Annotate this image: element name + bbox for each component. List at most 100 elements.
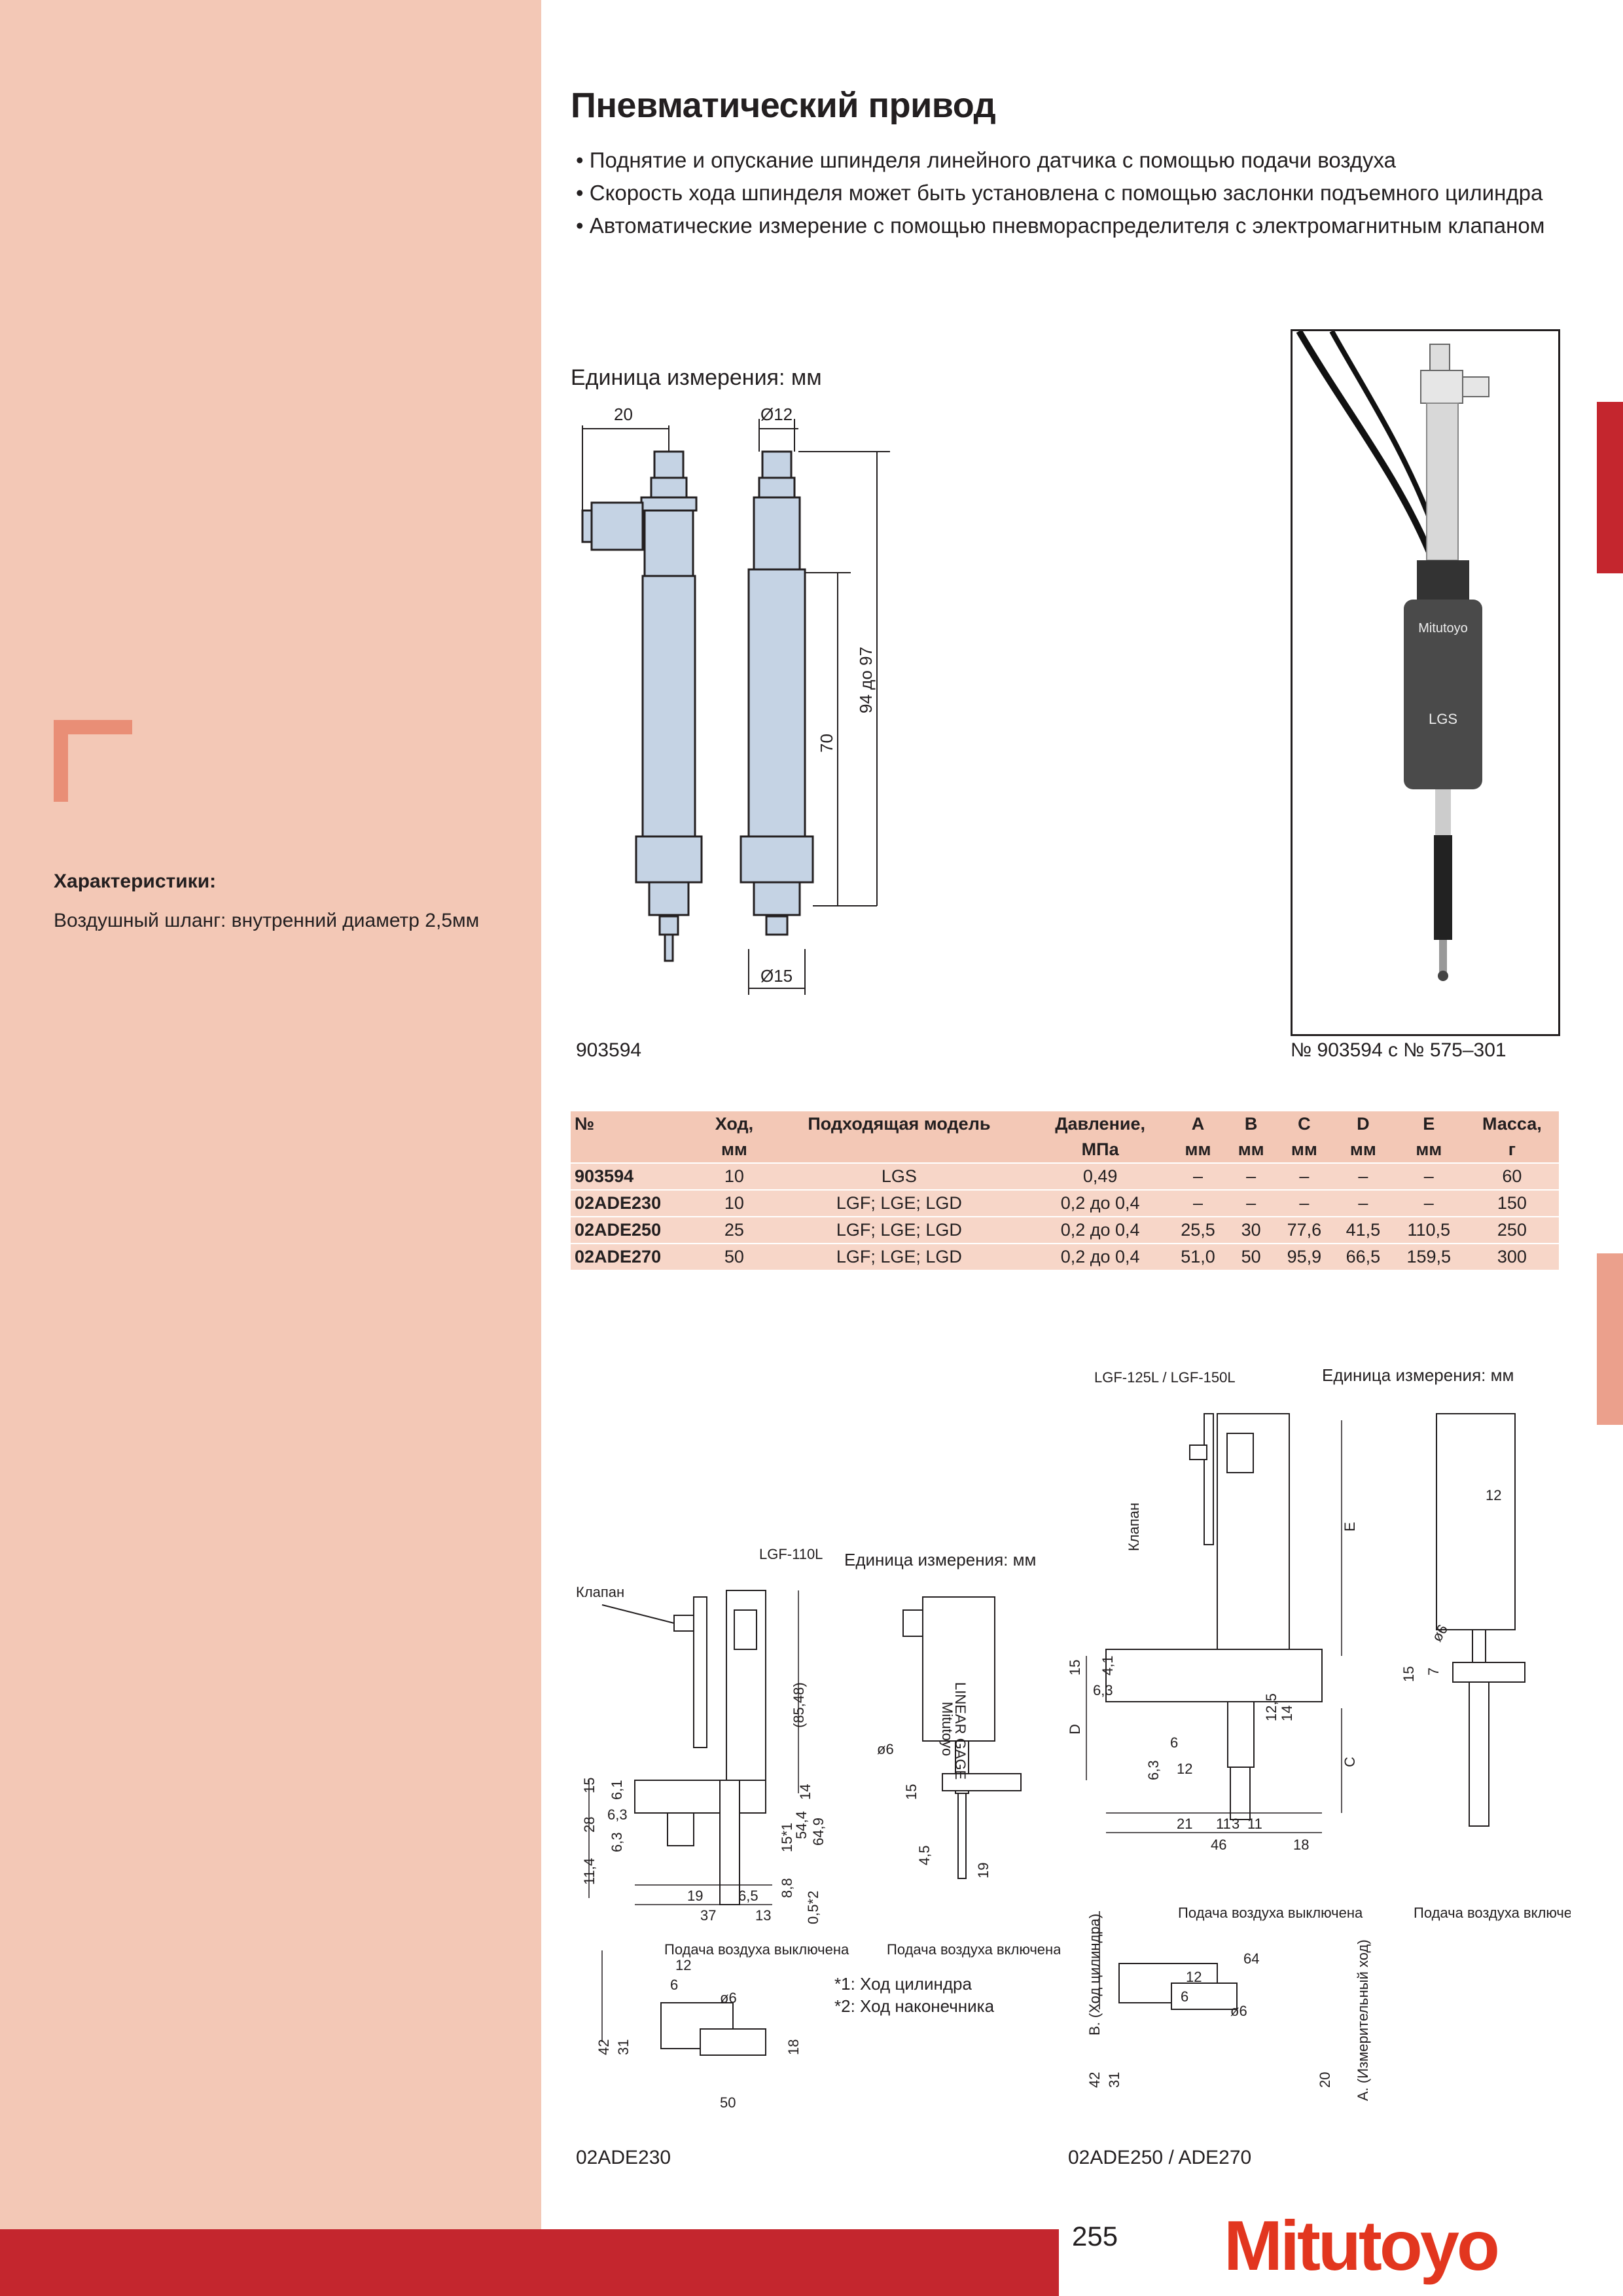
footer-logo-area bbox=[1059, 2229, 1623, 2296]
table-cell: – bbox=[1392, 1189, 1465, 1217]
corner-mark-decoration bbox=[54, 720, 132, 802]
dim-6-1: 6,1 bbox=[609, 1780, 625, 1800]
drawing-02ade250-270: Единица измерения: мм LGF-125L / LGF-150… bbox=[1067, 1365, 1571, 2101]
dim-6-3b: 6,3 bbox=[1145, 1760, 1162, 1780]
table-cell: 110,5 bbox=[1392, 1216, 1465, 1244]
table-cell: 30 bbox=[1227, 1216, 1275, 1244]
dim-94-97: 94 до 97 bbox=[856, 647, 876, 713]
drawing2-note1: *1: Ход цилиндра bbox=[834, 1974, 972, 1994]
header-cell: A bbox=[1168, 1111, 1228, 1137]
dim-19: 19 bbox=[687, 1888, 703, 1904]
section-tab-marker-secondary bbox=[1597, 1253, 1623, 1425]
mitutoyo-logo: Mitutoyo bbox=[1224, 2206, 1500, 2285]
dim-18: 18 bbox=[1293, 1837, 1309, 1853]
table-cell: 50 bbox=[1227, 1243, 1275, 1270]
header-cell: C bbox=[1274, 1111, 1334, 1137]
dim-12: 12 bbox=[675, 1957, 691, 1973]
dim-42: 42 bbox=[1086, 2072, 1103, 2088]
dim-42: 42 bbox=[596, 2039, 612, 2055]
dim-15b: 15 bbox=[1400, 1666, 1417, 1682]
table-cell: – bbox=[1168, 1162, 1228, 1190]
drawing2-caption: 02ADE230 bbox=[576, 2147, 671, 2168]
dim-31: 31 bbox=[615, 2039, 632, 2055]
table-cell: 0,49 bbox=[1031, 1162, 1169, 1190]
header-cell: № bbox=[571, 1111, 702, 1137]
drawing2-gage-label: LINEAR GAGE bbox=[952, 1682, 969, 1780]
photo-caption: № 903594 с № 575–301 bbox=[1291, 1039, 1507, 1061]
table-cell: – bbox=[1274, 1189, 1334, 1217]
dim-d15: Ø15 bbox=[760, 966, 793, 986]
table-cell: – bbox=[1227, 1189, 1275, 1217]
header-cell: Масса, bbox=[1465, 1111, 1559, 1137]
table-cell: 51,0 bbox=[1168, 1243, 1228, 1270]
header-cell: E bbox=[1392, 1111, 1465, 1137]
spec-table: № Ход, Подходящая модель Давление, A B C… bbox=[571, 1111, 1559, 1270]
dim-4-5: 4,5 bbox=[916, 1845, 933, 1865]
photo-model-label: LGS bbox=[1429, 711, 1457, 727]
dim-21: 21 bbox=[1177, 1816, 1192, 1832]
dim-64: 64 bbox=[1243, 1950, 1259, 1967]
table-cell: 02ADE250 bbox=[571, 1216, 702, 1244]
table-cell: 159,5 bbox=[1392, 1243, 1465, 1270]
dim-6: 6 bbox=[670, 1977, 678, 1993]
dim-46: 46 bbox=[1211, 1837, 1226, 1853]
dim-18: 18 bbox=[785, 2039, 802, 2055]
table-cell: LGS bbox=[766, 1162, 1032, 1190]
header-cell: D bbox=[1333, 1111, 1393, 1137]
dim-85-48: (85,48) bbox=[791, 1682, 807, 1728]
photo-brand-label: Mitutoyo bbox=[1418, 621, 1468, 636]
drawing2-air-on: Подача воздуха включена bbox=[887, 1941, 1060, 1958]
table-cell: 95,9 bbox=[1274, 1243, 1334, 1270]
dim-13: 13 bbox=[755, 1907, 771, 1924]
dim-31: 31 bbox=[1106, 2072, 1122, 2088]
header-cell: Подходящая модель bbox=[766, 1111, 1032, 1137]
dim-70: 70 bbox=[817, 734, 836, 753]
header-cell: B bbox=[1227, 1111, 1275, 1137]
dim-14: 14 bbox=[797, 1784, 813, 1800]
dim-15: 15 bbox=[581, 1778, 597, 1793]
table-units-row: мм МПа мм мм мм мм мм г bbox=[571, 1137, 1559, 1163]
dim-d: D bbox=[1067, 1724, 1083, 1734]
unit-cell bbox=[571, 1137, 702, 1163]
table-cell: 300 bbox=[1465, 1243, 1559, 1270]
drawing3-stroke-b: B. (Ход цилиндра) bbox=[1086, 1914, 1103, 2036]
table-row: 02ADE230 10 LGF; LGE; LGD 0,2 до 0,4 – –… bbox=[571, 1189, 1559, 1217]
dim-e: E bbox=[1342, 1522, 1358, 1532]
table-cell: 903594 bbox=[571, 1162, 702, 1190]
drawing1-caption: 903594 bbox=[576, 1039, 642, 1061]
table-cell: 60 bbox=[1465, 1162, 1559, 1190]
dim-20: 20 bbox=[614, 404, 633, 424]
dim-28: 28 bbox=[581, 1817, 597, 1833]
dim-0-5: 0,5*2 bbox=[805, 1891, 821, 1924]
drawing3-valve-label: Клапан bbox=[1126, 1503, 1142, 1551]
page-title: Пневматический привод bbox=[571, 86, 996, 125]
dim-c: C bbox=[1342, 1757, 1358, 1767]
dim-d6b: ø6 bbox=[720, 1990, 737, 2006]
dim-11b: 11 bbox=[1247, 1816, 1262, 1832]
dim-11: 11 bbox=[1216, 1816, 1231, 1832]
dim-15-1: 15*1 bbox=[779, 1823, 795, 1852]
dim-3: 3 bbox=[1232, 1816, 1240, 1832]
feature-item: Поднятие и опускание шпинделя линейного … bbox=[576, 144, 1544, 177]
dim-14: 14 bbox=[1279, 1706, 1295, 1721]
drawing3-air-off: Подача воздуха выключена bbox=[1178, 1905, 1363, 1921]
unit-cell: мм bbox=[1333, 1137, 1393, 1163]
unit-cell: мм bbox=[1392, 1137, 1465, 1163]
table-cell: – bbox=[1274, 1162, 1334, 1190]
dim-19b: 19 bbox=[975, 1863, 991, 1878]
table-row: 02ADE270 50 LGF; LGE; LGD 0,2 до 0,4 51,… bbox=[571, 1243, 1559, 1270]
table-cell: LGF; LGE; LGD bbox=[766, 1243, 1032, 1270]
table-cell: 10 bbox=[702, 1189, 767, 1217]
dim-15b: 15 bbox=[903, 1784, 919, 1800]
dim-6-3b: 6,3 bbox=[609, 1832, 625, 1852]
dim-64-9: 64,9 bbox=[810, 1818, 827, 1846]
unit-cell: мм bbox=[1168, 1137, 1228, 1163]
characteristics-title: Характеристики: bbox=[54, 870, 217, 892]
unit-cell bbox=[766, 1137, 1032, 1163]
header-cell: Давление, bbox=[1031, 1111, 1169, 1137]
dim-6-3: 6,3 bbox=[1093, 1682, 1113, 1698]
dim-6: 6 bbox=[1170, 1734, 1178, 1751]
dim-12b: 12 bbox=[1486, 1487, 1501, 1503]
drawing2-unit-label: Единица измерения: мм bbox=[844, 1550, 1036, 1570]
drawing2-note2: *2: Ход наконечника bbox=[834, 1996, 995, 2016]
